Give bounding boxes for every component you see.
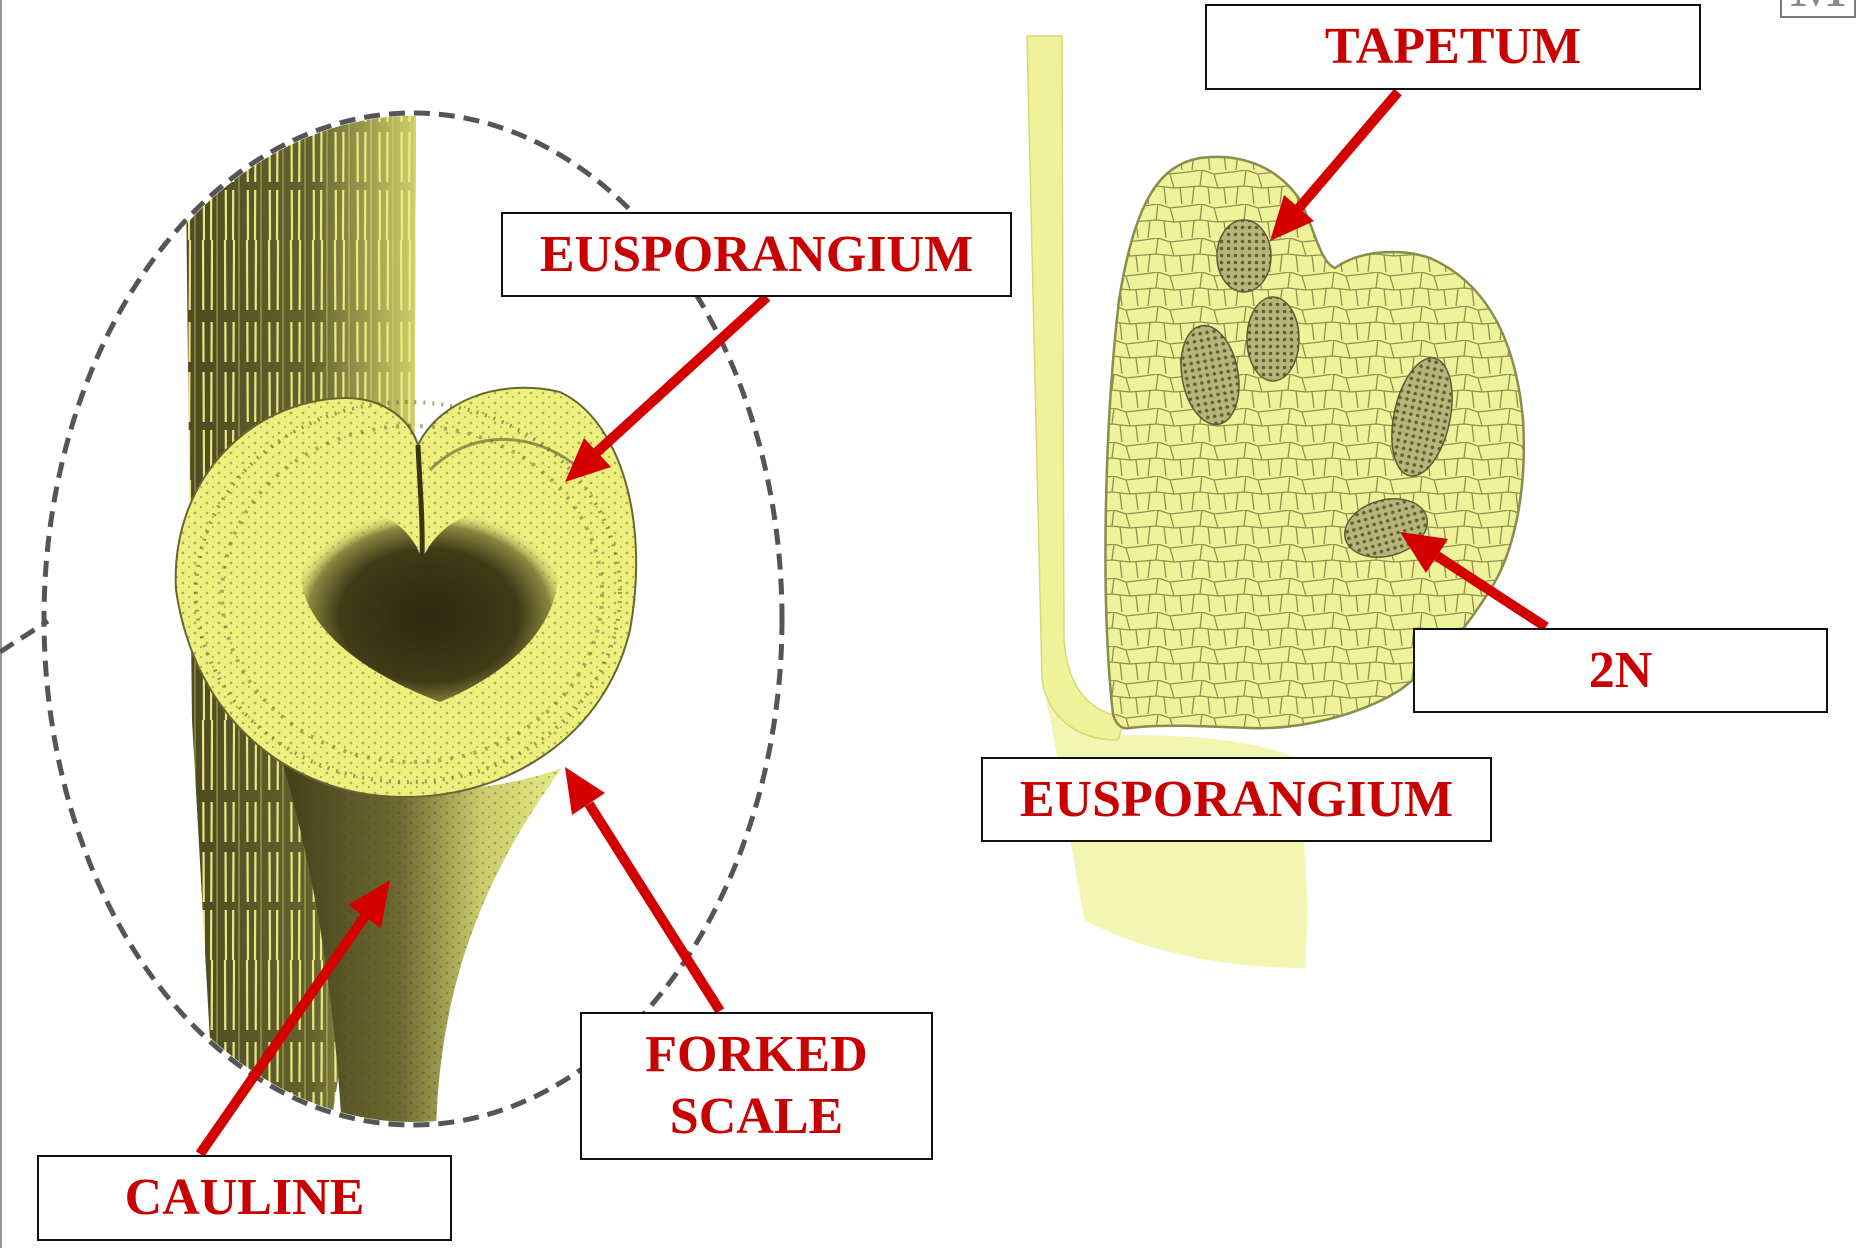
corner-logo-mark: M <box>1780 0 1856 18</box>
label-text: EUSPORANGIUM <box>1020 770 1453 830</box>
arrow-eusporangium-top <box>565 297 767 482</box>
label-text-line-1: FORKED <box>645 1024 867 1086</box>
label-text: TAPETUM <box>1325 17 1581 77</box>
label-2n: 2N <box>1413 628 1828 713</box>
label-eusporangium-top: EUSPORANGIUM <box>501 212 1012 297</box>
label-text-line-2: SCALE <box>670 1086 843 1148</box>
sporogenous-patch <box>1247 297 1299 381</box>
label-text: CAULINE <box>125 1168 365 1228</box>
label-forked-scale: FORKED SCALE <box>580 1012 933 1160</box>
label-text: 2N <box>1589 641 1653 701</box>
magnifier-leader-line <box>0 621 48 652</box>
label-eusporangium-bottom: EUSPORANGIUM <box>981 757 1492 842</box>
corner-logo-clip: M <box>1778 0 1862 21</box>
sporogenous-patch <box>1217 220 1271 292</box>
label-cauline: CAULINE <box>37 1155 452 1241</box>
label-text: EUSPORANGIUM <box>540 225 973 285</box>
label-tapetum: TAPETUM <box>1205 4 1701 90</box>
arrow-forked-scale <box>565 767 720 1011</box>
corner-logo-letter: M <box>1790 0 1847 16</box>
arrow-tapetum <box>1270 92 1398 241</box>
